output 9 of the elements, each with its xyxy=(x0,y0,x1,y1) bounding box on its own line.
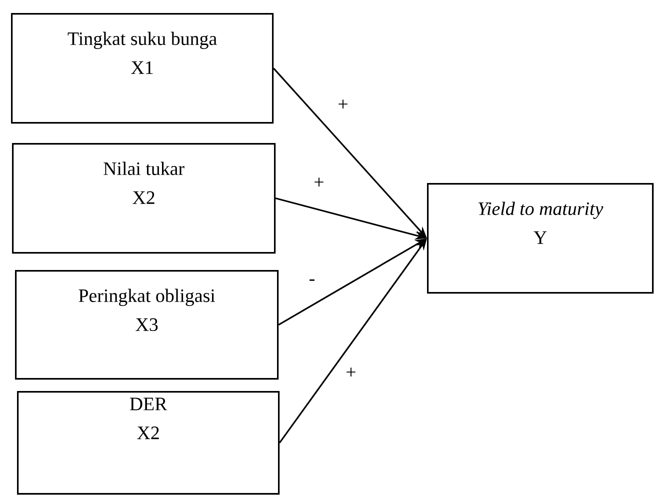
variable-box: DER X2 xyxy=(17,391,280,495)
variable-box: Yield to maturity Y xyxy=(427,183,654,294)
sign-label: + xyxy=(344,366,358,380)
variable-box: Nilai tukar X2 xyxy=(12,143,276,254)
variable-box: Peringkat obligasi X3 xyxy=(15,270,279,380)
sign-label: + xyxy=(312,176,326,190)
variable-box: Tingkat suku bunga X1 xyxy=(11,13,274,124)
sign-label: - xyxy=(308,278,316,286)
sign-label: + xyxy=(336,98,350,112)
